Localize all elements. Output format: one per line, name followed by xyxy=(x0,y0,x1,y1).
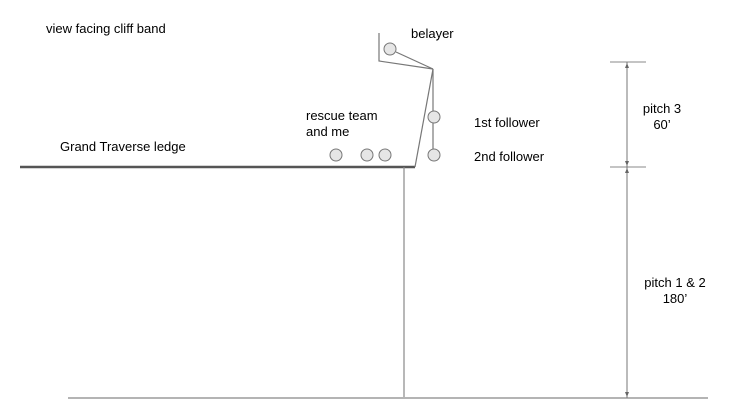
rescue-team-label-line1: rescue team xyxy=(306,108,378,123)
first-follower-label: 1st follower xyxy=(474,115,540,130)
pitch3-label-line2: 60’ xyxy=(653,117,671,132)
arrowhead-icon xyxy=(625,161,629,166)
belayer-label: belayer xyxy=(411,26,454,41)
arrowhead-icon xyxy=(625,392,629,397)
ledge-label: Grand Traverse ledge xyxy=(60,139,186,154)
second-follower-label: 2nd follower xyxy=(474,149,545,164)
arrowhead-icon xyxy=(625,63,629,68)
rescue-team-label-line2: and me xyxy=(306,124,350,139)
pitch3-label-line1: pitch 3 xyxy=(642,101,682,116)
first-follower-circle xyxy=(427,110,441,124)
rescuer-circle xyxy=(378,148,392,162)
pitch12-label-line2: 180’ xyxy=(662,291,688,306)
second-follower-circle xyxy=(427,148,441,162)
rescuer-circle xyxy=(360,148,374,162)
belay-stance-line xyxy=(378,33,434,70)
rescuer-circle xyxy=(329,148,343,162)
pitch12-label-line1: pitch 1 & 2 xyxy=(644,275,706,290)
arrowhead-icon xyxy=(625,168,629,173)
diagram-title: view facing cliff band xyxy=(46,21,166,36)
upper-wall-line xyxy=(414,68,434,168)
belayer-rope xyxy=(395,51,434,70)
belayer-circle xyxy=(383,42,397,56)
